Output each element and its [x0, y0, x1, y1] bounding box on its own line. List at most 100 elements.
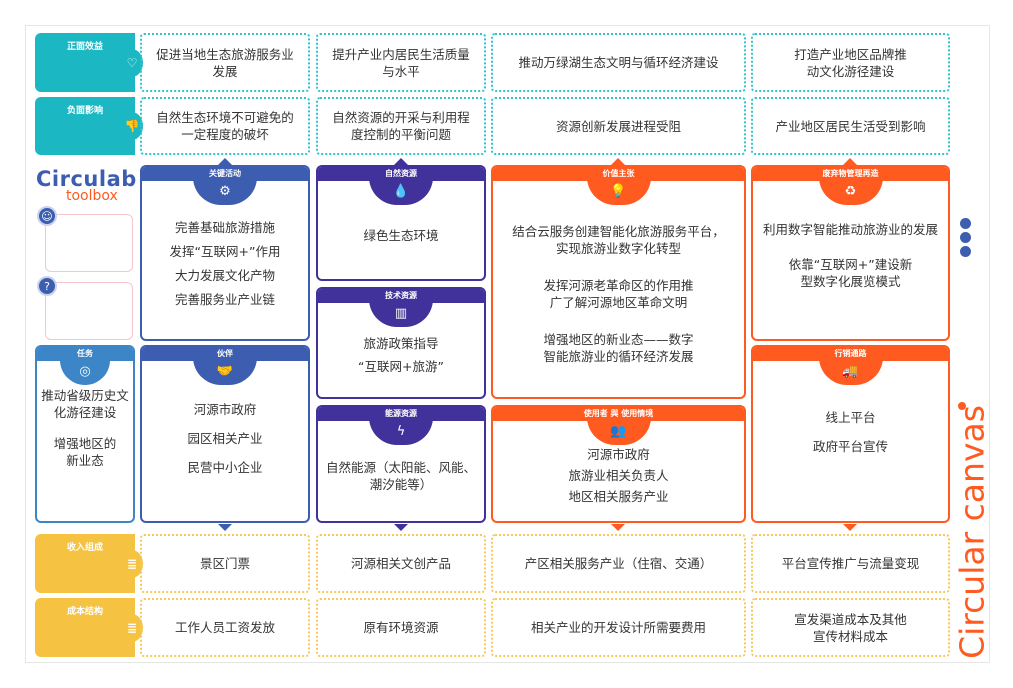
- negative-label: 负面影响 👎: [35, 97, 143, 155]
- positive-cell[interactable]: 提升产业内居民生活质量与水平: [316, 33, 486, 92]
- arrow-up-icon: [218, 158, 232, 165]
- card-header: 能源资源: [318, 407, 484, 421]
- positive-cell[interactable]: 打造产业地区品牌推动文化游径建设: [751, 33, 950, 92]
- channel-item: 政府平台宣传: [812, 439, 888, 454]
- negative-cell[interactable]: 自然生态环境不可避免的一定程度的破坏: [140, 97, 310, 155]
- target-icon: ◎: [60, 357, 110, 385]
- tech-item: 旅游政策指导: [363, 336, 439, 351]
- thumbs-down-icon: 👎: [121, 112, 143, 140]
- people-icon: ☺: [37, 206, 57, 226]
- cost-label: 成本结构 ≣: [35, 598, 143, 657]
- factory-icon: ▥: [369, 299, 433, 327]
- user-item: 河源市政府: [587, 446, 650, 462]
- tech-resources-card[interactable]: 技术资源 ▥ 旅游政策指导 “互联网+旅游”: [316, 287, 486, 399]
- task-card[interactable]: 任务 ◎ 推动省级历史文化游径建设 增强地区的新业态: [35, 345, 135, 523]
- drop-tree-icon: 💧: [369, 177, 433, 205]
- by-icon: [960, 232, 971, 243]
- gears-icon: ⚙: [193, 177, 257, 205]
- channels-card[interactable]: 行销通路 🚚 线上平台 政府平台宣传: [751, 345, 950, 523]
- key-activities-card[interactable]: 关键活动 ⚙ 完善基础旅游措施 发挥“互联网+”作用 大力发展文化产物 完善服务…: [140, 165, 310, 341]
- partner-item: 河源市政府: [193, 402, 257, 417]
- cost-cell[interactable]: 相关产业的开发设计所需要费用: [491, 598, 746, 657]
- waste-item: 依靠“互联网+”建设新型数字化展览模式: [788, 257, 913, 289]
- channel-item: 线上平台: [825, 410, 876, 425]
- cost-cell[interactable]: 工作人员工资发放: [140, 598, 310, 657]
- task-item: 增强地区的新业态: [53, 436, 117, 468]
- arrow-down-icon: [218, 524, 232, 531]
- note-box[interactable]: [45, 214, 133, 272]
- activity-item: 完善基础旅游措施: [174, 219, 275, 235]
- users-icon: 👥: [586, 417, 651, 445]
- card-header: 行销通路: [753, 347, 948, 361]
- sa-icon: [960, 246, 971, 257]
- cc-icon: [960, 218, 971, 229]
- lightbulb-icon: 💡: [586, 177, 651, 205]
- coins-in-icon: ≣: [121, 549, 143, 578]
- circulab-logo: Circulab: [36, 167, 137, 191]
- value-item: 结合云服务创建智能化旅游服务平台，实现旅游业数字化转型: [512, 224, 725, 256]
- natural-item: 绿色生态环境: [363, 227, 439, 243]
- revenue-title: 收入组成: [66, 543, 103, 553]
- positive-cell[interactable]: 推动万绿湖生态文明与循环经济建设: [491, 33, 746, 92]
- activity-item: 发挥“互联网+”作用: [169, 243, 281, 259]
- user-item: 旅游业相关负责人: [568, 467, 669, 483]
- value-item: 发挥河源老革命区的作用推广了解河源地区革命文明: [543, 278, 694, 310]
- arrow-up-icon: [843, 158, 857, 165]
- partners-card[interactable]: 伙伴 🤝 河源市政府 园区相关产业 民营中小企业: [140, 345, 310, 523]
- partner-item: 民营中小企业: [187, 460, 263, 475]
- revenue-label: 收入组成 ≣: [35, 534, 143, 593]
- activity-item: 大力发展文化产物: [174, 267, 275, 283]
- positive-title: 正面效益: [66, 42, 103, 52]
- negative-title: 负面影响: [66, 106, 103, 116]
- natural-resources-card[interactable]: 自然资源 💧 绿色生态环境: [316, 165, 486, 281]
- user-item: 地区相关服务产业: [568, 488, 669, 504]
- truck-icon: 🚚: [818, 357, 883, 385]
- license-icons: [960, 218, 971, 257]
- handshake-icon: 🤝: [193, 357, 257, 385]
- revenue-cell[interactable]: 景区门票: [140, 534, 310, 593]
- cost-cell[interactable]: 宣发渠道成本及其他宣传材料成本: [751, 598, 950, 657]
- hand-heart-icon: ♡: [121, 48, 143, 77]
- card-header: 关键活动: [142, 167, 308, 181]
- users-card[interactable]: 使用者 與 使用情境 👥 河源市政府 旅游业相关负责人 地区相关服务产业: [491, 405, 746, 523]
- negative-cell[interactable]: 产业地区居民生活受到影响: [751, 97, 950, 155]
- card-header: 废弃物管理再造: [753, 167, 948, 181]
- coins-out-icon: ≣: [121, 613, 143, 642]
- toolbox-logo: toolbox: [66, 188, 118, 204]
- revenue-cell[interactable]: 河源相关文创产品: [316, 534, 486, 593]
- task-item: 推动省级历史文化游径建设: [41, 388, 129, 420]
- canvas-frame: [25, 25, 990, 663]
- energy-resources-card[interactable]: 能源资源 ϟ 自然能源（太阳能、风能、潮汐能等）: [316, 405, 486, 523]
- arrow-up-icon: [611, 158, 625, 165]
- arrow-down-icon: [611, 524, 625, 531]
- circular-canvas-brand: Circular canvas: [952, 405, 992, 659]
- energy-item: 自然能源（太阳能、风能、潮汐能等）: [326, 460, 477, 492]
- revenue-cell[interactable]: 产区相关服务产业（住宿、交通）: [491, 534, 746, 593]
- arrow-up-icon: [394, 158, 408, 165]
- question-icon: ?: [37, 276, 57, 296]
- card-header: 自然资源: [318, 167, 484, 181]
- revenue-cell[interactable]: 平台宣传推广与流量变现: [751, 534, 950, 593]
- card-header: 使用者 與 使用情境: [493, 407, 744, 421]
- value-proposition-card[interactable]: 价值主张 💡 结合云服务创建智能化旅游服务平台，实现旅游业数字化转型 发挥河源老…: [491, 165, 746, 399]
- waste-item: 利用数字智能推动旅游业的发展: [762, 222, 938, 237]
- card-header: 伙伴: [142, 347, 308, 361]
- negative-cell[interactable]: 资源创新发展进程受阻: [491, 97, 746, 155]
- card-header: 技术资源: [318, 289, 484, 303]
- partner-item: 园区相关产业: [187, 431, 263, 446]
- positive-cell[interactable]: 促进当地生态旅游服务业发展: [140, 33, 310, 92]
- note-box[interactable]: [45, 282, 133, 340]
- card-header: 价值主张: [493, 167, 744, 181]
- negative-cell[interactable]: 自然资源的开采与利用程度控制的平衡问题: [316, 97, 486, 155]
- brand-dot-icon: [958, 402, 966, 410]
- arrow-down-icon: [394, 524, 408, 531]
- value-item: 增强地区的新业态——数字智能旅游业的循环经济发展: [543, 332, 694, 364]
- positive-label: 正面效益 ♡: [35, 33, 143, 92]
- activity-item: 完善服务业产业链: [174, 291, 275, 307]
- waste-management-card[interactable]: 废弃物管理再造 ♻ 利用数字智能推动旅游业的发展 依靠“互联网+”建设新型数字化…: [751, 165, 950, 341]
- recycle-icon: ♻: [818, 177, 883, 205]
- tech-item: “互联网+旅游”: [358, 359, 444, 374]
- cost-title: 成本结构: [66, 607, 103, 617]
- arrow-down-icon: [843, 524, 857, 531]
- cost-cell[interactable]: 原有环境资源: [316, 598, 486, 657]
